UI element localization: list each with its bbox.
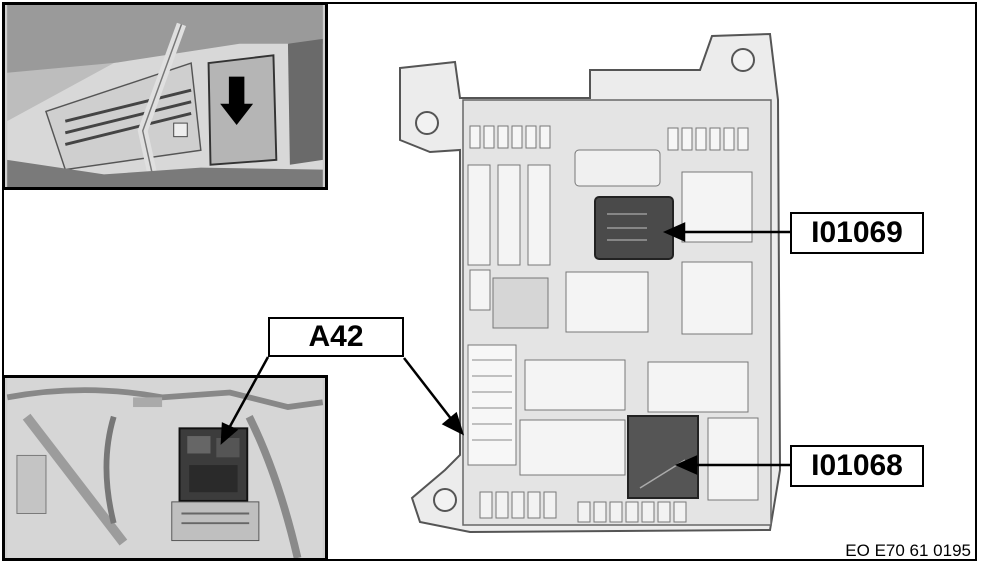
trunk-panel-illustration	[7, 5, 323, 187]
down-arrow-icon	[220, 76, 254, 126]
trunk-panel-photo	[2, 2, 328, 190]
module-location-illustration	[6, 378, 324, 558]
figure-code: EO E70 61 0195	[845, 541, 971, 560]
label-i01068: I01068	[790, 445, 924, 487]
label-a42: A42	[268, 317, 404, 357]
module-location-photo	[2, 375, 328, 561]
label-i01069: I01069	[790, 212, 924, 254]
